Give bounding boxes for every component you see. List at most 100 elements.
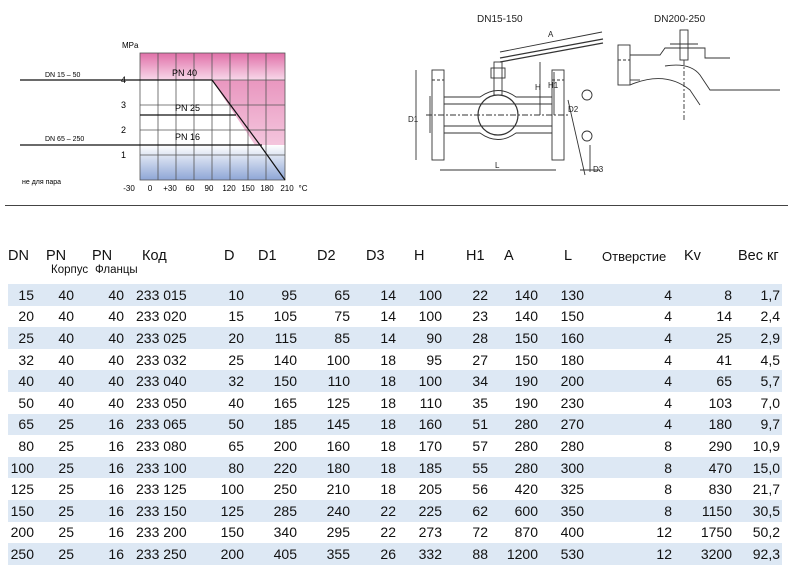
- specification-table: DN PN PN Код D D1 D2 D3 H H1 A L Отверст…: [8, 236, 782, 565]
- table-cell: 1150: [678, 499, 736, 522]
- table-cell: 16: [80, 499, 130, 522]
- pn16-label: PN 16: [175, 132, 200, 142]
- table-cell: 51: [450, 413, 498, 436]
- table-cell: 233 080: [130, 435, 210, 457]
- pn25-label: PN 25: [175, 103, 200, 113]
- table-cell: 160: [303, 435, 356, 457]
- table-cell: 233 250: [130, 543, 210, 565]
- table-cell: 16: [80, 435, 130, 457]
- drawing-title-large: DN200-250: [654, 14, 706, 25]
- table-cell: 40: [40, 284, 80, 306]
- table-cell: 5,7: [736, 370, 782, 392]
- table-cell: 870: [498, 521, 546, 544]
- table-cell: 285: [250, 499, 303, 522]
- table-cell: 420: [498, 478, 546, 500]
- pn40-label: PN 40: [172, 68, 197, 78]
- table-cell: 62: [450, 499, 498, 522]
- table-cell: 205: [400, 478, 450, 500]
- table-cell: 16: [80, 543, 130, 565]
- table-cell: 233 032: [130, 348, 210, 371]
- table-cell: 25: [678, 327, 736, 349]
- table-cell: 57: [450, 435, 498, 457]
- table-cell: 40: [8, 370, 40, 392]
- table-cell: 18: [356, 391, 400, 414]
- table-cell: 25: [8, 327, 40, 349]
- col-header: DN: [8, 248, 29, 264]
- table-cell: 8: [594, 499, 678, 522]
- x-tick: 120: [222, 184, 236, 193]
- table-cell: 65: [678, 370, 736, 392]
- table-cell: 25: [40, 413, 80, 436]
- dim-d1: D1: [408, 115, 419, 124]
- table-cell: 110: [303, 370, 356, 392]
- table-cell: 80: [210, 456, 250, 479]
- table-cell: 75: [303, 305, 356, 328]
- table-cell: 50: [210, 413, 250, 436]
- table-cell: 233 040: [130, 370, 210, 392]
- table-cell: 150: [210, 521, 250, 544]
- table-cell: 170: [400, 435, 450, 457]
- steam-note: не для пара: [22, 179, 61, 186]
- chart-unit: MPa: [122, 41, 139, 50]
- table-cell: 400: [546, 521, 594, 544]
- table-cell: 160: [546, 327, 594, 349]
- table-cell: 830: [678, 478, 736, 500]
- table-cell: 100: [210, 478, 250, 500]
- table-cell: 25: [40, 456, 80, 479]
- table-cell: 150: [498, 327, 546, 349]
- dim-h: H: [535, 83, 541, 92]
- table-cell: 40: [80, 370, 130, 392]
- table-cell: 233 015: [130, 284, 210, 306]
- col-header: PN: [46, 248, 67, 264]
- table-cell: 130: [546, 284, 594, 306]
- table-cell: 233 150: [130, 499, 210, 522]
- table-cell: 4: [594, 391, 678, 414]
- table-cell: 233 200: [130, 521, 210, 544]
- table-cell: 8: [678, 284, 736, 306]
- table-cell: 10: [210, 284, 250, 306]
- table-cell: 14: [356, 305, 400, 328]
- table-cell: 150: [498, 348, 546, 371]
- table-cell: 20: [210, 327, 250, 349]
- table-cell: 325: [546, 478, 594, 500]
- table-cell: 355: [303, 543, 356, 565]
- col-header: D2: [317, 248, 336, 264]
- table-cell: 12: [594, 521, 678, 544]
- y-tick-4: 4: [121, 75, 126, 85]
- table-cell: 50,2: [736, 521, 782, 544]
- table-cell: 8: [594, 478, 678, 500]
- x-tick: 90: [205, 184, 214, 193]
- table-cell: 250: [8, 543, 40, 565]
- dim-d2: D2: [568, 105, 579, 114]
- table-cell: 7,0: [736, 391, 782, 414]
- table-cell: 405: [250, 543, 303, 565]
- table-cell: 280: [546, 435, 594, 457]
- table-cell: 18: [356, 456, 400, 479]
- table-cell: 300: [546, 456, 594, 479]
- dim-l: L: [495, 161, 500, 170]
- table-cell: 14: [678, 305, 736, 328]
- table-cell: 190: [498, 370, 546, 392]
- table-cell: 280: [498, 456, 546, 479]
- table-cell: 200: [250, 435, 303, 457]
- table-cell: 100: [400, 370, 450, 392]
- x-tick: 0: [148, 184, 153, 193]
- table-cell: 40: [40, 348, 80, 371]
- table-cell: 230: [546, 391, 594, 414]
- drawing-title-small: DN15-150: [477, 14, 523, 25]
- dim-h1: H1: [548, 81, 559, 90]
- table-cell: 4: [594, 413, 678, 436]
- table-cell: 8: [594, 435, 678, 457]
- table-cell: 140: [498, 284, 546, 306]
- table-cell: 21,7: [736, 478, 782, 500]
- table-cell: 15,0: [736, 456, 782, 479]
- table-cell: 40: [40, 370, 80, 392]
- table-cell: 25: [40, 521, 80, 544]
